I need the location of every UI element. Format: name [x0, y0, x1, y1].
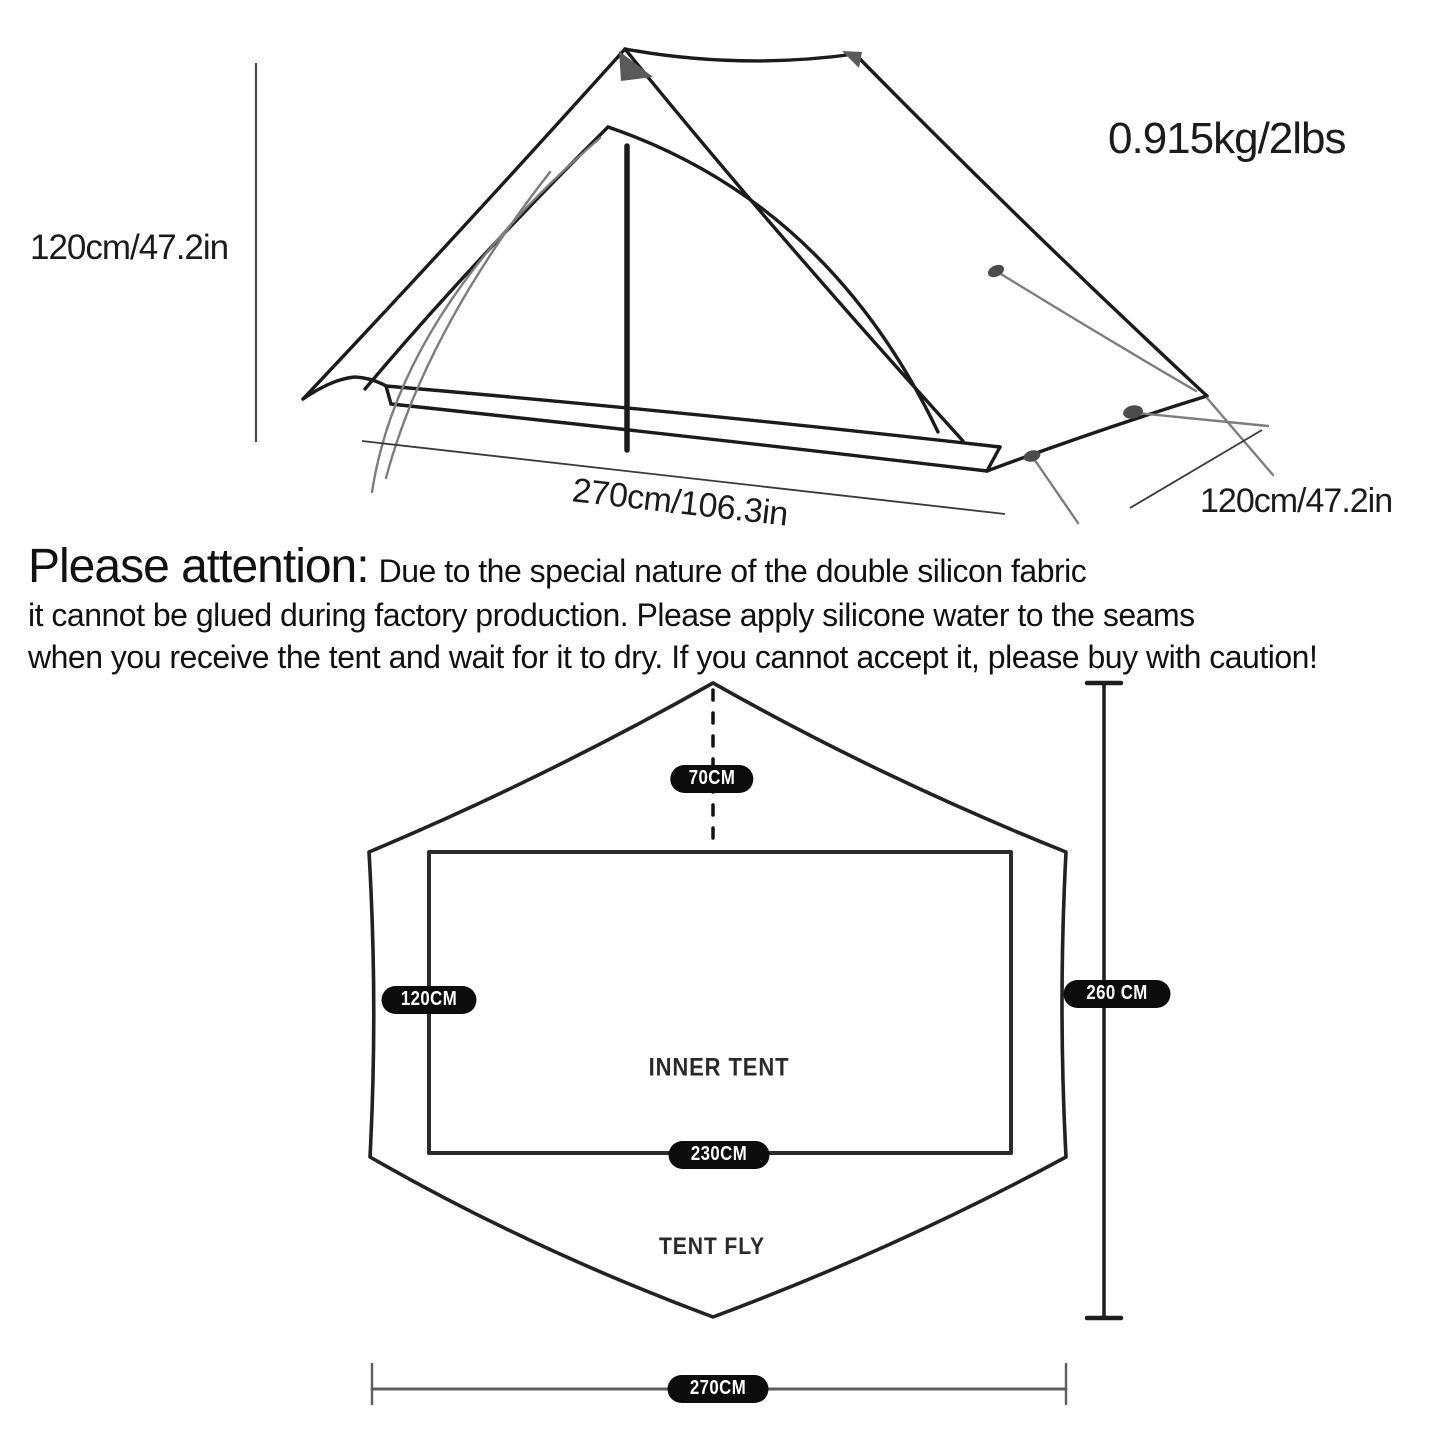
badge-vestibule-width: 120CM	[381, 986, 477, 1014]
tent-height-label: 120cm/47.2in	[30, 228, 229, 267]
floor-top-line	[384, 384, 1002, 449]
floor-corner-join	[985, 445, 1002, 473]
badge-inner-width-text: 230CM	[690, 1143, 748, 1165]
guy-line-right-a	[1135, 411, 1270, 428]
floor-bottom-line	[389, 402, 989, 473]
badge-fly-width-text: 270CM	[689, 1377, 747, 1399]
fly-hem-left	[301, 375, 393, 406]
guy-line-front-left-b	[384, 170, 552, 480]
tent-left-slope	[301, 47, 627, 401]
badge-inner-width: 230CM	[668, 1141, 770, 1169]
left-peak-marker	[619, 51, 653, 81]
inner-tent-left-edge	[363, 125, 610, 391]
attention-line3: when you receive the tent and wait for i…	[28, 639, 1318, 675]
right-peak-marker	[842, 51, 862, 68]
panel-guy-dot	[987, 264, 1005, 278]
tent-ridge-line	[623, 47, 857, 63]
badge-fly-width: 270CM	[667, 1375, 769, 1403]
badge-vestibule-width-text: 120CM	[400, 988, 458, 1010]
attention-line2: it cannot be glued during factory produc…	[28, 597, 1195, 633]
tent-weight-label: 0.915kg/2lbs	[1108, 114, 1347, 163]
fly-outline	[367, 681, 1068, 1319]
tent-right-slope	[853, 52, 1209, 398]
length-dimension-line	[361, 440, 1006, 515]
stake-markers	[619, 51, 1143, 462]
tent-illustration	[301, 47, 1209, 473]
guy-line-front-left-a	[370, 136, 602, 494]
attention-title: Please attention:	[28, 540, 370, 593]
guy-line-front-corner	[1030, 454, 1080, 525]
badge-ridge-offset: 70CM	[670, 765, 754, 793]
badge-fly-length: 260 CM	[1063, 980, 1171, 1008]
guy-line-panel	[994, 269, 1198, 393]
inner-tent-label: INNER TENT	[648, 1053, 790, 1082]
tent-width-label: 120cm/47.2in	[1200, 482, 1393, 520]
tent-fly-label: TENT FLY	[659, 1233, 765, 1260]
fly-hem-right	[985, 394, 1209, 473]
right-stake-dot	[1123, 405, 1143, 419]
attention-line1: Due to the special nature of the double …	[378, 553, 1087, 589]
badge-fly-length-text: 260 CM	[1086, 982, 1148, 1004]
inner-tent-ridge	[606, 125, 940, 434]
badge-ridge-offset-text: 70CM	[688, 767, 736, 789]
dimension-lines	[254, 63, 1263, 515]
width-dimension-line	[1129, 429, 1263, 509]
front-stake-dot	[1023, 450, 1041, 462]
attention-note: Please attention: Due to the special nat…	[28, 541, 1443, 677]
inner-tent-rect	[427, 850, 1013, 1155]
guy-line-right-b	[1205, 396, 1275, 477]
